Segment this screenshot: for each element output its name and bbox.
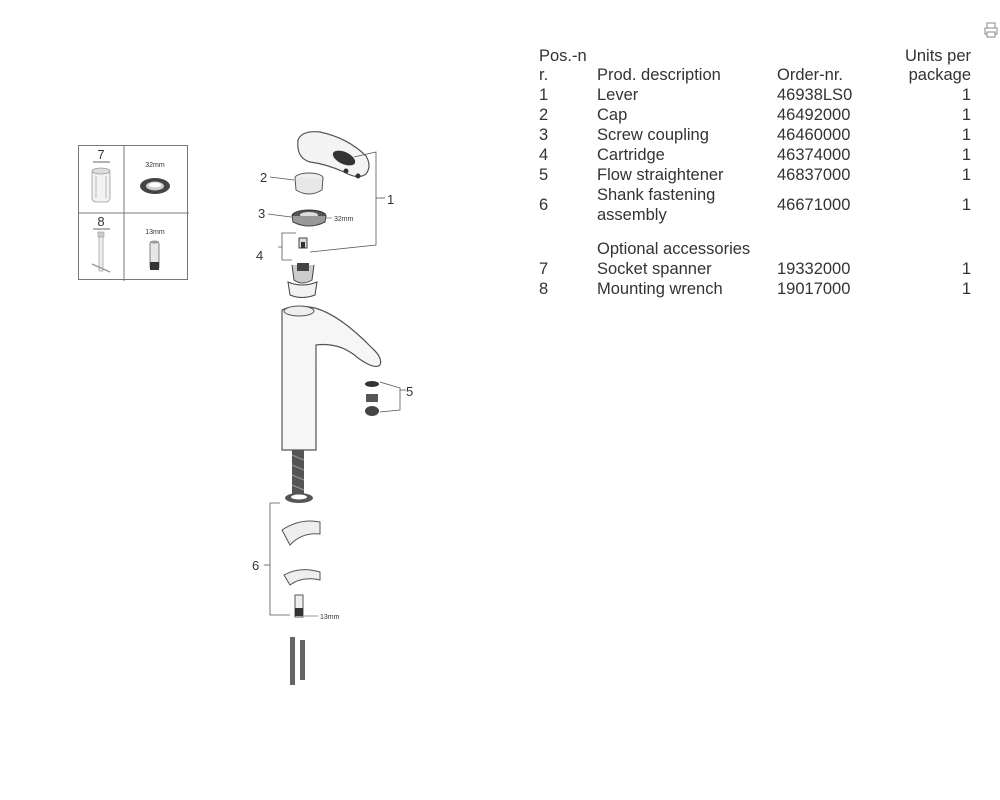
- cell-units: 1: [961, 196, 971, 214]
- table-row: 6 Shank fastening assembly 46671000 1: [535, 185, 975, 225]
- cell-description: Screw coupling: [597, 126, 709, 144]
- cell-pos: 1: [539, 86, 549, 104]
- cell-pos: 7: [539, 260, 549, 278]
- socket-spanner-icon: [91, 167, 111, 203]
- exploded-view-drawing: 1 2 3 32mm 4: [240, 120, 440, 700]
- hex-socket-icon: [149, 240, 160, 270]
- header-pos: Pos.-nr.: [535, 47, 597, 85]
- screw-coupling-part: [291, 209, 327, 227]
- header-pos-label: Pos.-nr.: [539, 47, 587, 84]
- table-row: 1 Lever 46938LS0 1: [535, 85, 975, 105]
- tool-size-13mm: 13mm: [145, 229, 165, 236]
- cell-description: Mounting wrench: [597, 280, 723, 298]
- optional-accessories-heading: Optional accessories: [597, 240, 751, 258]
- callout-1: 1: [387, 192, 394, 207]
- table-row: 2 Cap 46492000 1: [535, 105, 975, 125]
- socket-ring-icon: [140, 178, 170, 194]
- cell-order: 46837000: [777, 166, 851, 184]
- header-order: Order-nr.: [777, 66, 844, 84]
- cell-units: 1: [961, 146, 971, 164]
- dim-13mm: 13mm: [320, 614, 340, 621]
- cell-units: 1: [961, 86, 971, 104]
- cell-description: Cap: [597, 106, 628, 124]
- cell-pos: 4: [539, 146, 549, 164]
- cell-order: 46374000: [777, 146, 851, 164]
- table-row: 5 Flow straightener 46837000 1: [535, 165, 975, 185]
- cell-pos: 5: [539, 166, 549, 184]
- cell-description: Cartridge: [597, 146, 665, 164]
- cell-units: 1: [961, 166, 971, 184]
- cell-description: Lever: [597, 86, 639, 104]
- cartridge-part: [287, 237, 318, 298]
- table-row: 3 Screw coupling 46460000 1: [535, 125, 975, 145]
- accessories-illustration-box: 7 32mm 8 13mm: [78, 145, 189, 281]
- spare-parts-table: Pos.-nr. Prod. description Order-nr. Uni…: [535, 47, 975, 299]
- callout-4: 4: [256, 248, 263, 263]
- header-units-label: Units per package: [904, 47, 971, 84]
- header-units: Units per package: [892, 47, 975, 85]
- cell-description: Shank fastening assembly: [597, 185, 777, 225]
- cell-order: 46492000: [777, 106, 851, 124]
- print-icon[interactable]: [984, 22, 998, 38]
- header-description: Prod. description: [597, 66, 721, 84]
- table-header-row: Pos.-nr. Prod. description Order-nr. Uni…: [535, 47, 975, 85]
- callout-6: 6: [252, 558, 259, 573]
- cell-pos: 3: [539, 126, 549, 144]
- cell-order: 46938LS0: [777, 86, 853, 104]
- cell-order: 19017000: [777, 280, 851, 298]
- cell-units: 1: [961, 106, 971, 124]
- cell-pos: 6: [539, 196, 549, 214]
- table-row: 4 Cartridge 46374000 1: [535, 145, 975, 165]
- tool-number-8: 8: [97, 214, 104, 229]
- optional-heading-row: Optional accessories: [535, 225, 975, 259]
- callout-3: 3: [258, 206, 265, 221]
- cell-units: 1: [961, 126, 971, 144]
- cell-order: 46671000: [777, 196, 851, 214]
- cell-description-text: Shank fastening assembly: [597, 186, 716, 224]
- cell-description: Socket spanner: [597, 260, 712, 278]
- cell-order: 19332000: [777, 260, 851, 278]
- cell-units: 1: [961, 260, 971, 278]
- faucet-body-part: [281, 305, 382, 500]
- table-row: 8 Mounting wrench 19017000 1: [535, 279, 975, 299]
- mounting-wrench-icon: [91, 231, 111, 273]
- cell-pos: 2: [539, 106, 549, 124]
- dim-32mm: 32mm: [334, 216, 354, 223]
- shank-fastening-part: [281, 493, 321, 685]
- cell-units: 1: [961, 280, 971, 298]
- lever-part: [297, 131, 370, 179]
- flow-straightener-part: [365, 381, 379, 416]
- table-row: 7 Socket spanner 19332000 1: [535, 259, 975, 279]
- cap-part: [294, 172, 324, 195]
- cell-description: Flow straightener: [597, 166, 724, 184]
- callout-5: 5: [406, 384, 413, 399]
- tool-number-7: 7: [97, 147, 104, 162]
- callout-2: 2: [260, 170, 267, 185]
- cell-order: 46460000: [777, 126, 851, 144]
- tool-size-32mm: 32mm: [145, 162, 165, 169]
- cell-pos: 8: [539, 280, 549, 298]
